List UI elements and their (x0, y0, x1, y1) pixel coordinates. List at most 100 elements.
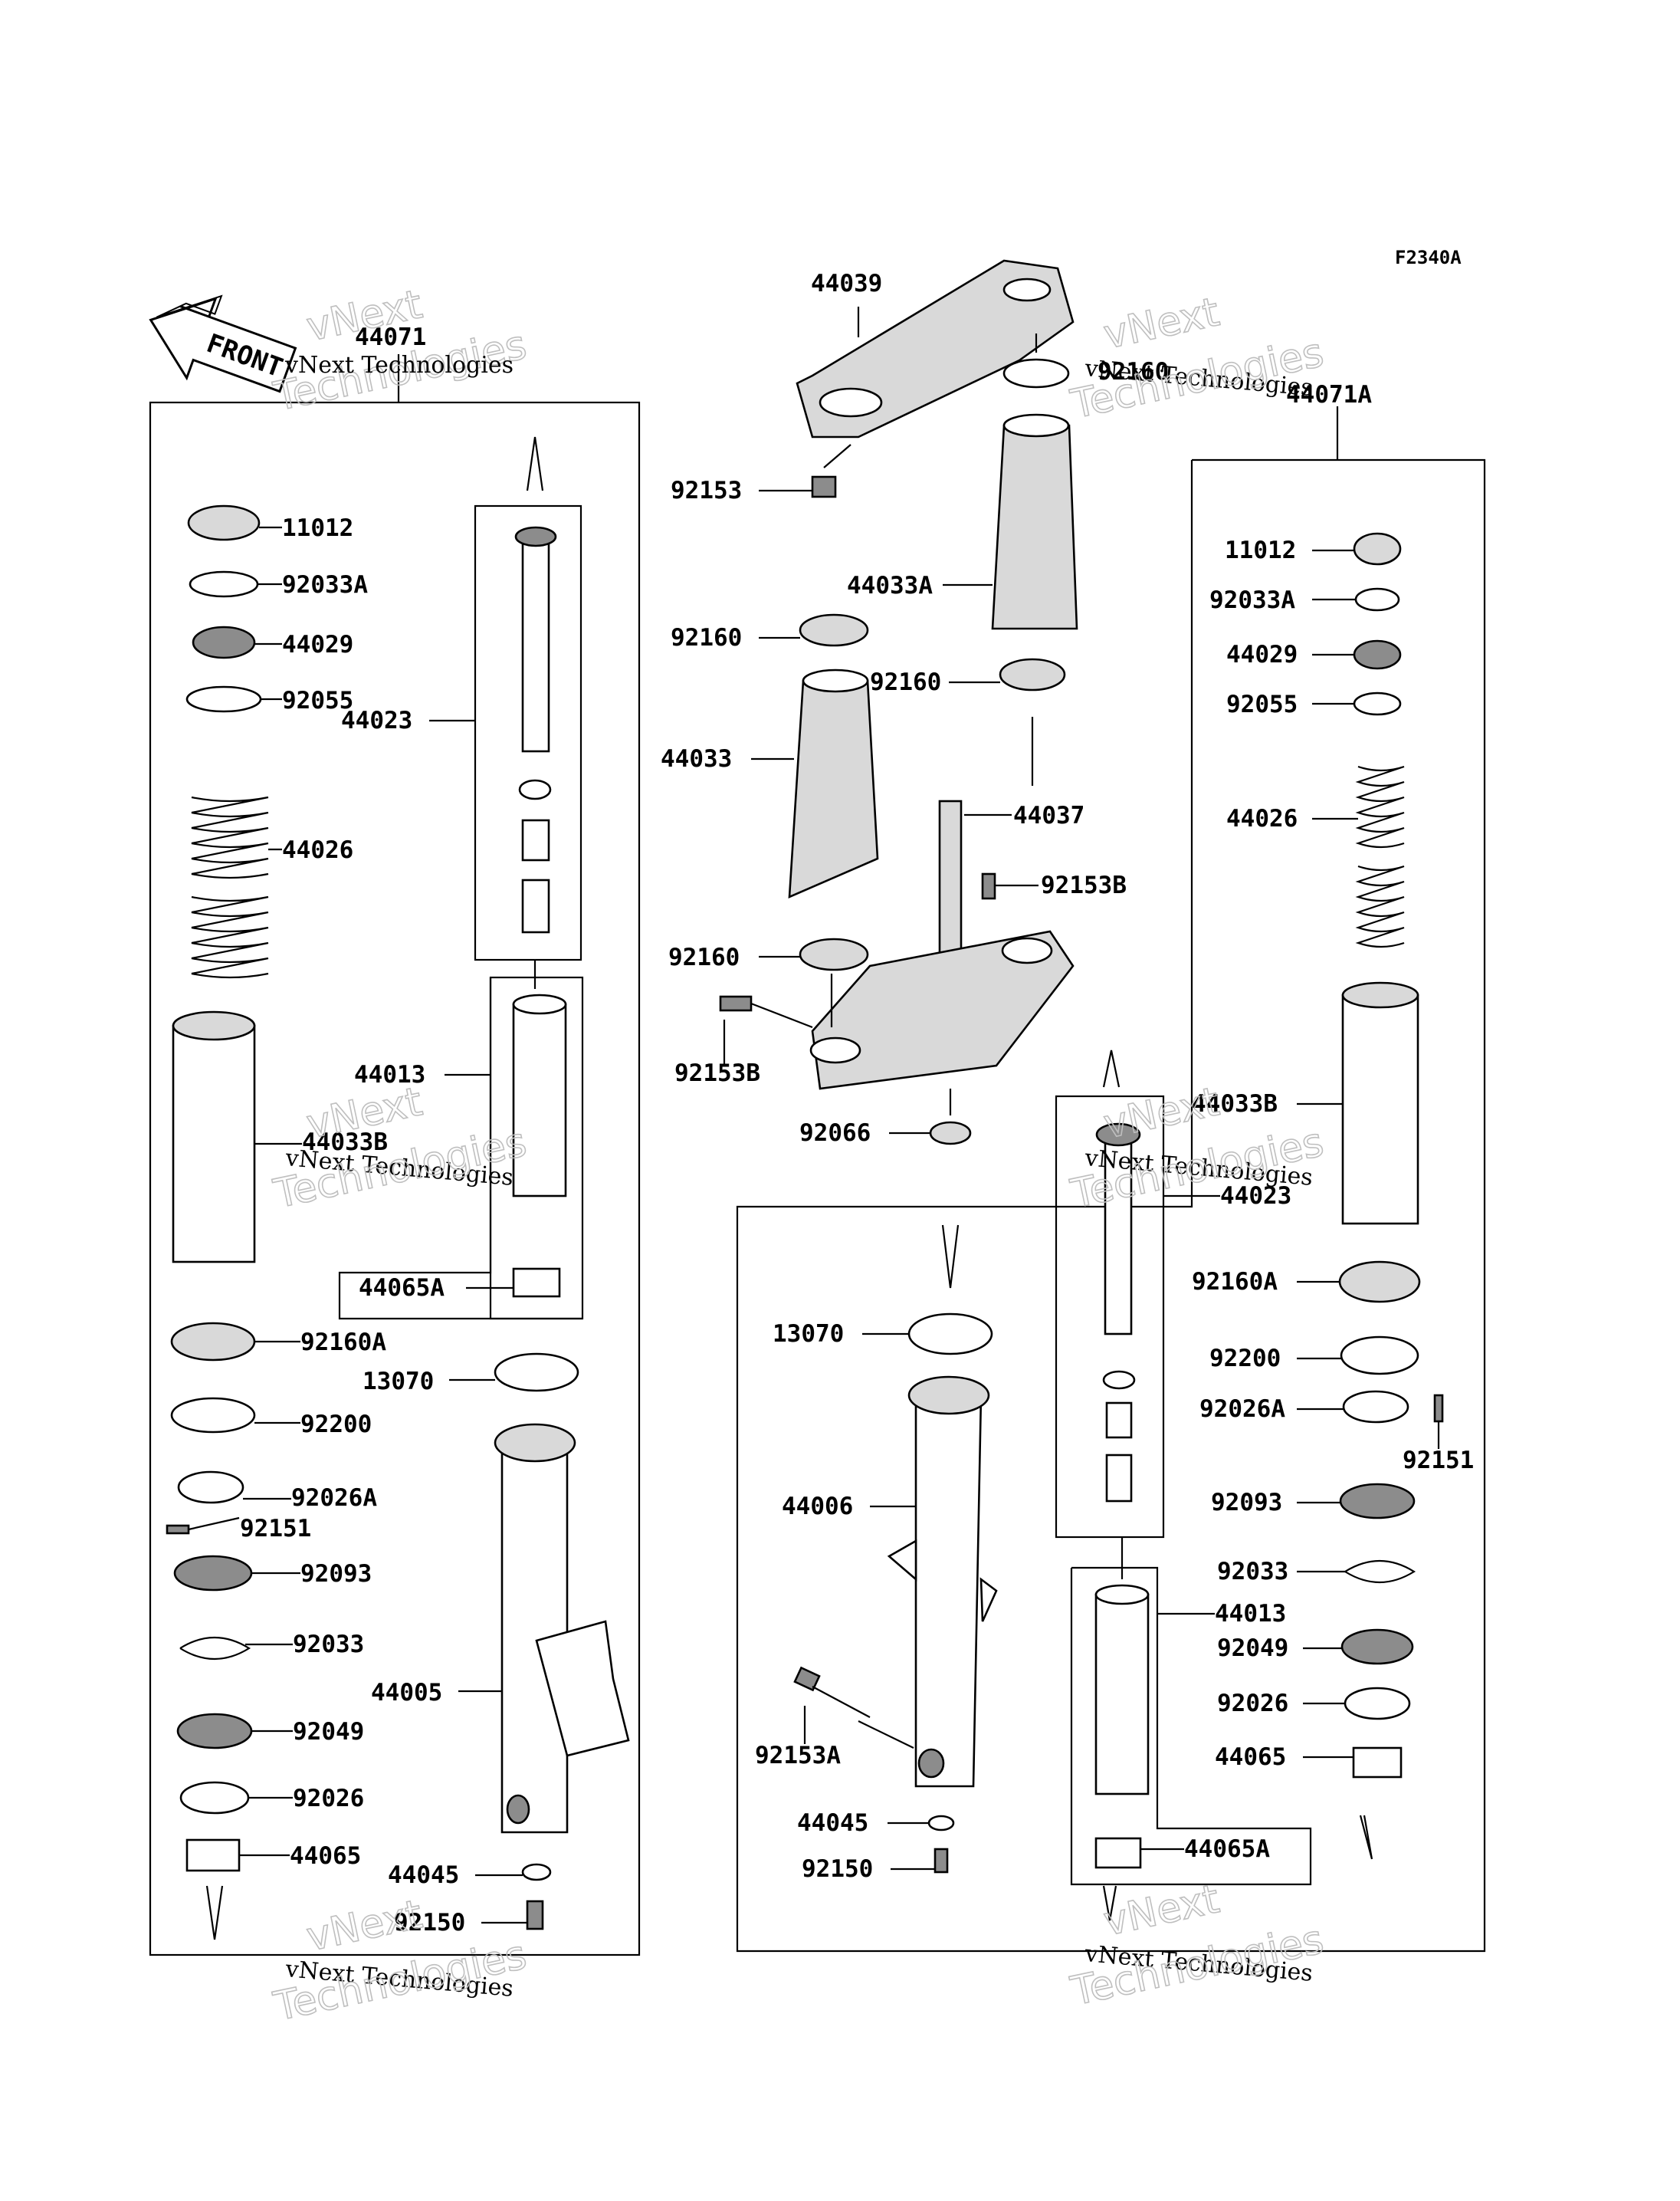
part-44065A-right (1094, 1837, 1142, 1869)
steering-group: 44039 92160 92153 44033A 92160 44033 921… (661, 259, 1169, 1147)
label-44023-right: 44023 (1220, 1182, 1291, 1210)
label-92026A-left: 92026A (291, 1484, 377, 1512)
label-11012-left: 11012 (282, 514, 353, 542)
part-92033-left (179, 1637, 251, 1660)
label-44037: 44037 (1013, 802, 1084, 829)
part-11012-right (1353, 532, 1402, 566)
box-44013-right (1070, 1566, 1312, 1886)
watermark-6: vNext Technologies (1066, 1875, 1328, 2015)
right-fork-group: 44071A 11012 92033A 44029 92055 44026 44… (736, 381, 1486, 1953)
label-44033: 44033 (661, 745, 732, 773)
label-92153: 92153 (671, 477, 742, 504)
label-92160-d: 92160 (668, 944, 740, 971)
label-92160-c: 92160 (870, 669, 941, 696)
part-92153A-right (793, 1666, 871, 1718)
label-44029-right: 44029 (1226, 641, 1298, 669)
label-92093-left: 92093 (300, 1560, 372, 1588)
part-44005-left (494, 1423, 630, 1834)
part-44033 (788, 679, 879, 899)
part-92026A-left (177, 1470, 244, 1504)
part-92153B-b (719, 995, 753, 1012)
label-44026-right: 44026 (1226, 805, 1298, 833)
label-92160-b: 92160 (671, 624, 742, 652)
svg-text:vNext: vNext (1100, 1079, 1223, 1148)
part-92160-a (1002, 358, 1070, 389)
part-92160A-right (1338, 1260, 1421, 1303)
part-44037 (809, 800, 1075, 1090)
label-44033B-left: 44033B (302, 1128, 388, 1156)
label-44039: 44039 (811, 270, 882, 297)
right-fork-frame (736, 458, 1486, 1953)
label-44029-left: 44029 (282, 631, 353, 659)
part-92049-left (176, 1713, 253, 1749)
part-44065A-left (512, 1267, 561, 1298)
part-44006-right (887, 1375, 998, 1788)
box-44023-left (474, 504, 582, 961)
label-44013-right: 44013 (1215, 1600, 1286, 1628)
label-92151-left: 92151 (240, 1515, 311, 1542)
svg-text:vNext: vNext (1100, 1876, 1223, 1945)
part-92151-left (166, 1524, 190, 1535)
part-92160-c (999, 658, 1066, 692)
part-92160-d (799, 938, 869, 971)
watermark-2: vNext Technologies (269, 1078, 531, 1218)
part-92150-left (526, 1900, 544, 1930)
part-44029-right (1353, 639, 1402, 670)
label-44065-left: 44065 (290, 1842, 361, 1870)
part-92153B-a (981, 872, 996, 900)
label-92153B-b: 92153B (674, 1059, 760, 1087)
label-92049-right: 92049 (1217, 1634, 1288, 1662)
label-44033B-right: 44033B (1192, 1090, 1278, 1118)
part-44026-left (191, 796, 269, 979)
part-92093-right (1339, 1483, 1416, 1519)
label-44065A-right: 44065A (1184, 1835, 1270, 1863)
part-44033A (991, 424, 1078, 630)
label-13070-left: 13070 (363, 1368, 434, 1395)
label-92153A-right: 92153A (755, 1742, 841, 1769)
left-assembly-label: 44071 (355, 324, 426, 351)
label-92151-right: 92151 (1403, 1447, 1474, 1474)
label-44026-left: 44026 (282, 836, 353, 864)
label-92093-right: 92093 (1211, 1489, 1282, 1516)
part-92033-right (1344, 1560, 1416, 1583)
part-44033B-right (1341, 994, 1419, 1225)
part-92150-right (934, 1848, 949, 1874)
label-44005-left: 44005 (371, 1679, 442, 1707)
right-assembly-label: 44071A (1286, 381, 1372, 409)
label-92049-left: 92049 (293, 1718, 364, 1746)
label-92153B-a: 92153B (1041, 872, 1127, 899)
svg-text:vNext: vNext (1100, 289, 1223, 358)
part-13070-right (907, 1312, 993, 1355)
label-44045-left: 44045 (388, 1861, 459, 1889)
label-92150-left: 92150 (394, 1909, 465, 1937)
label-92033-right: 92033 (1217, 1558, 1288, 1585)
part-92093-left (173, 1555, 253, 1592)
label-92033A-right: 92033A (1209, 586, 1295, 614)
part-11012-left (187, 504, 261, 541)
label-44023-left: 44023 (341, 707, 412, 734)
svg-text:vNext: vNext (303, 1891, 426, 1960)
label-92066: 92066 (799, 1119, 871, 1147)
part-92153 (811, 475, 837, 498)
left-fork-frame (149, 401, 641, 1956)
part-44029-left (192, 626, 256, 659)
label-44006-right: 44006 (782, 1493, 853, 1520)
label-44065-right: 44065 (1215, 1743, 1286, 1771)
left-fork-group: 44071 11012 92033A 44029 92055 44023 (149, 324, 641, 1956)
part-44045-right (927, 1815, 955, 1831)
part-92160A-left (170, 1322, 256, 1362)
label-92026-left: 92026 (293, 1785, 364, 1812)
part-92200-left (170, 1397, 256, 1434)
part-44065-right (1352, 1746, 1403, 1779)
label-92160-a: 92160 (1098, 358, 1169, 386)
part-92055-left (185, 685, 262, 713)
part-92026-right (1344, 1687, 1411, 1720)
box-44013-left (338, 977, 582, 1320)
label-92160A-right: 92160A (1192, 1268, 1278, 1296)
label-92026-right: 92026 (1217, 1690, 1288, 1717)
part-92033A-left (189, 570, 259, 598)
label-92055-right: 92055 (1226, 691, 1298, 718)
label-92026A-right: 92026A (1199, 1395, 1285, 1423)
label-92150-right: 92150 (802, 1855, 873, 1883)
